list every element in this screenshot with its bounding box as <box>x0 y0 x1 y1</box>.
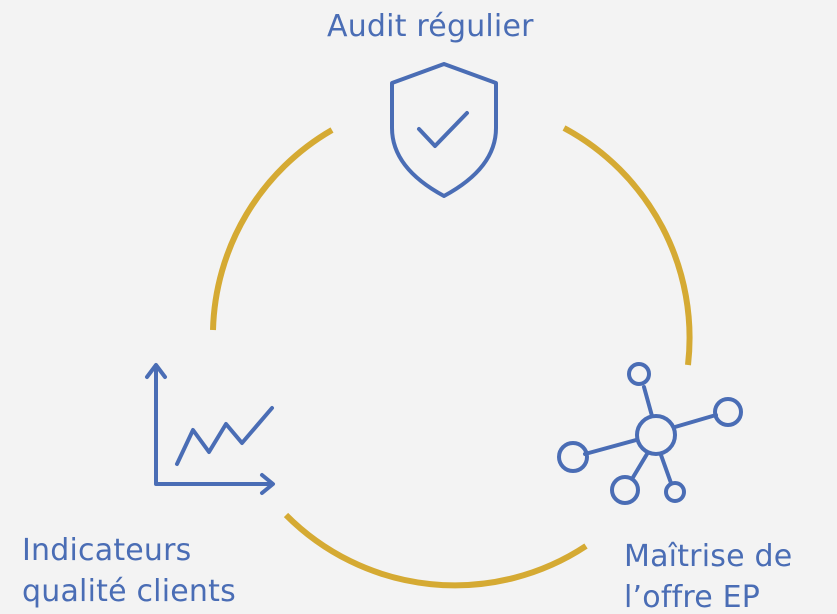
node-label-audit-text: Audit régulier <box>327 9 534 44</box>
shield-check-icon <box>390 62 498 198</box>
cycle-arc-left-top <box>210 127 334 331</box>
cycle-arc-top-right <box>562 125 693 366</box>
node-label-indicateurs-line1: Indicateurs <box>22 533 192 568</box>
node-label-maitrise-line1: Maîtrise de <box>624 539 793 574</box>
node-label-indicateurs: Indicateurs qualité clients <box>22 530 236 612</box>
node-label-maitrise-line2: l’offre EP <box>624 580 761 614</box>
node-label-indicateurs-line2: qualité clients <box>22 574 236 609</box>
network-hub-icon <box>557 362 743 505</box>
line-chart-icon <box>145 363 275 495</box>
cycle-arc-bottom <box>283 512 588 589</box>
node-label-audit: Audit régulier <box>327 6 534 47</box>
node-label-maitrise: Maîtrise de l’offre EP <box>624 536 792 614</box>
